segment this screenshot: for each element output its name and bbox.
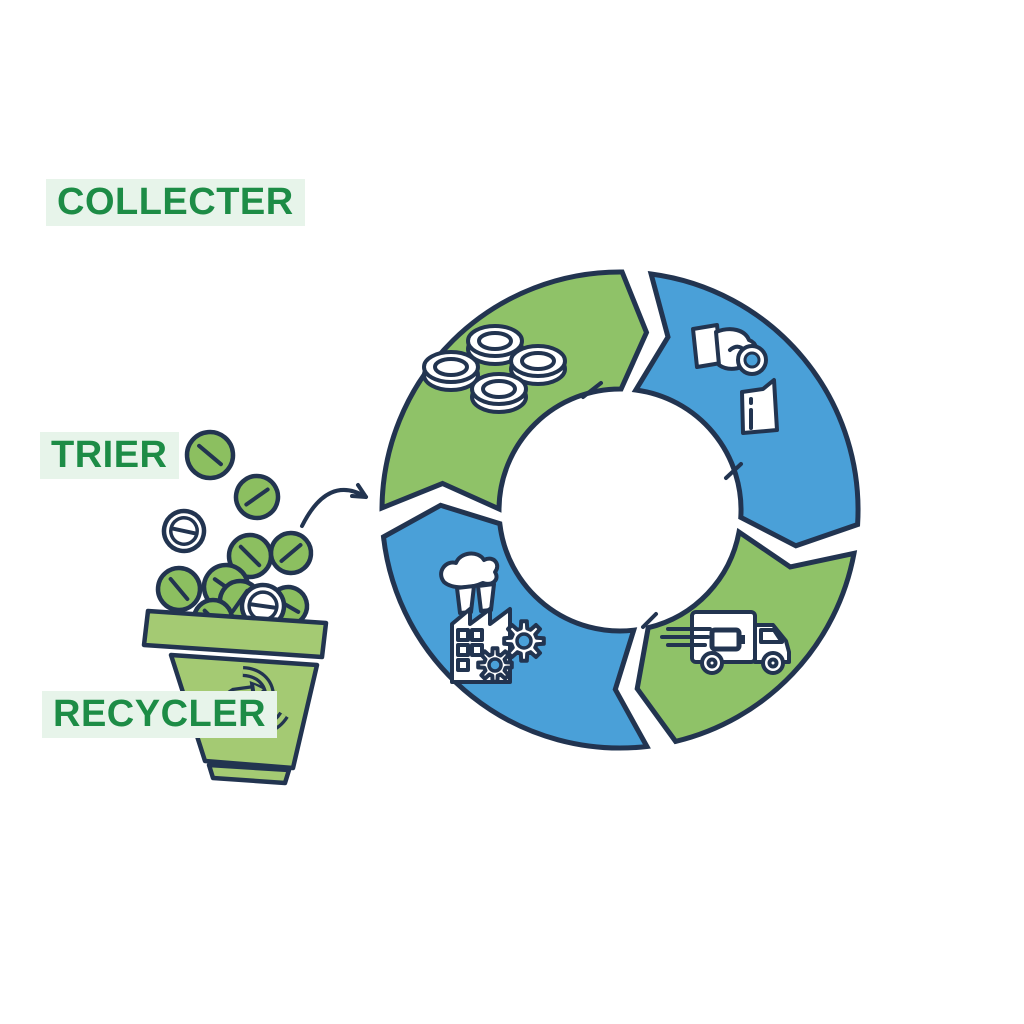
label-trier: TRIER [40, 432, 179, 479]
factory-icon [439, 551, 546, 684]
bottle-cap-icon [184, 429, 236, 481]
bottle-caps-icon [422, 324, 567, 414]
sketch-marks [581, 381, 743, 629]
bottle-cap-icon [161, 508, 207, 554]
truck-icon [660, 610, 791, 675]
hand-drop-icon [691, 323, 779, 435]
bin-rim [141, 608, 329, 660]
bin-foot [206, 762, 292, 786]
gear-icon [476, 619, 546, 684]
falling-caps [155, 429, 314, 641]
label-collecter: COLLECTER [46, 179, 305, 226]
recycling-cycle [379, 269, 861, 751]
label-recycler: RECYCLER [42, 691, 278, 738]
bottle-cap-icon [155, 565, 203, 613]
bottle-cap-icon [233, 473, 281, 521]
flow-arrow-icon [300, 483, 368, 528]
bottle-cap-icon [268, 530, 314, 576]
